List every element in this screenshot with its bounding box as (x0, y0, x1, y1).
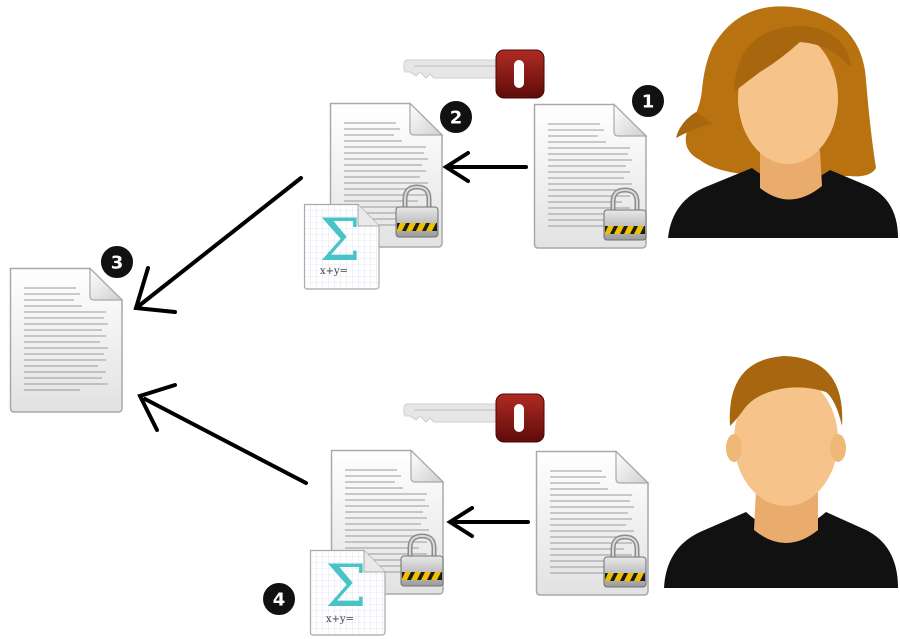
woman-avatar-icon (668, 6, 898, 238)
step-badge-1: 1 (630, 83, 666, 119)
result-document (9, 267, 123, 413)
man-avatar-icon (664, 356, 898, 588)
step-number: 4 (273, 590, 286, 611)
arrow-bottom-to-doc4 (446, 506, 530, 538)
formula-caption: x+y= (326, 614, 354, 625)
step-number: 2 (450, 108, 463, 129)
key-icon-bottom (403, 393, 545, 443)
step-number: 1 (642, 92, 655, 113)
step-badge-2: 2 (438, 99, 474, 135)
arrow-top-to-doc2 (442, 151, 528, 183)
step-badge-4: 4 (261, 581, 297, 617)
formula-icon-bottom: Σ x+y= (309, 549, 386, 636)
formula-symbol: Σ (319, 206, 360, 274)
key-icon-top (403, 49, 545, 99)
arrow-bottom-to-result (137, 383, 308, 485)
formula-caption: x+y= (320, 266, 348, 277)
formula-icon-top: Σ x+y= (303, 203, 380, 290)
arrow-top-to-result (133, 176, 303, 314)
step-number: 3 (111, 253, 124, 274)
step-badge-3: 3 (99, 244, 135, 280)
encrypted-document-top (533, 103, 647, 249)
encrypted-document-bottom (535, 450, 649, 596)
formula-symbol: Σ (325, 552, 366, 620)
document-icon (9, 267, 123, 413)
